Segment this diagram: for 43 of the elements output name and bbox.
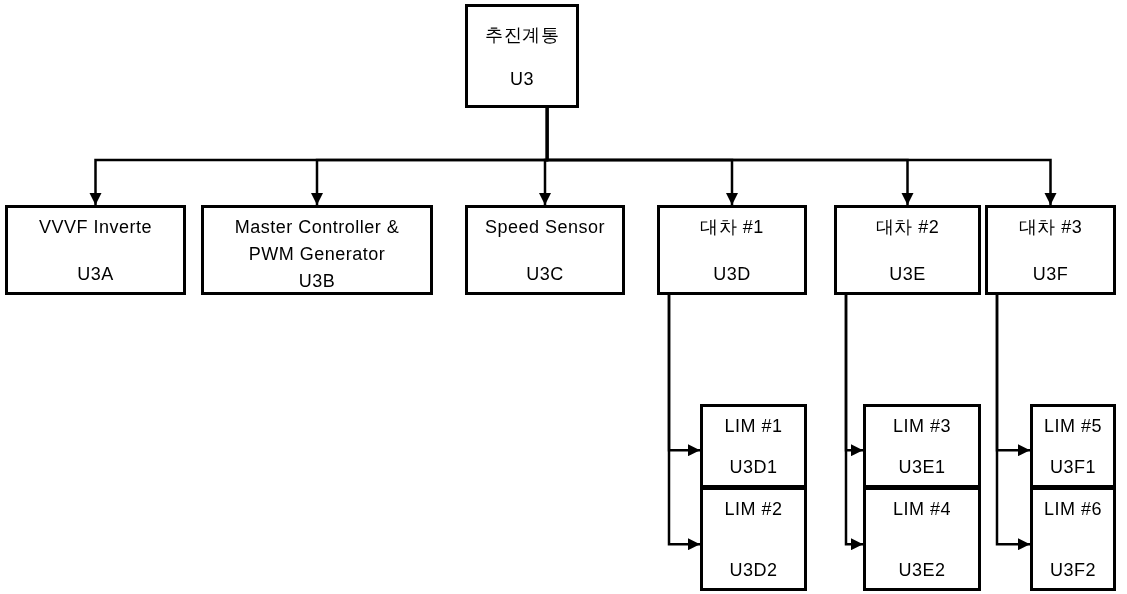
process-box [863, 404, 981, 488]
process-box [700, 404, 807, 488]
box-title: LIM #1 [724, 415, 783, 438]
box-code: U3A [77, 263, 114, 286]
process-box [465, 4, 579, 108]
box-code: U3D1 [729, 456, 778, 479]
box-title: 대차 #1 [700, 216, 764, 239]
box-code: U3D [713, 263, 751, 286]
box-title: LIM #5 [1044, 415, 1102, 438]
box-code: U3E1 [898, 456, 946, 479]
box-title: LIM #6 [1044, 498, 1102, 521]
arrow [667, 295, 700, 551]
box-title: 대차 #3 [1018, 216, 1083, 239]
box-title: LIM #4 [893, 498, 951, 521]
arrow [995, 295, 1030, 551]
process-box [1030, 487, 1116, 591]
box-code: U3 [510, 67, 534, 91]
arrow [844, 295, 863, 551]
arrow [545, 108, 1057, 205]
box-code: U3E2 [898, 559, 946, 582]
process-box [985, 205, 1116, 295]
process-box [700, 487, 807, 591]
box-code: U3D2 [729, 559, 778, 582]
box-title: LIM #2 [724, 498, 783, 521]
process-box [465, 205, 625, 295]
box-code: U3F1 [1050, 456, 1096, 479]
box-title: Master Controller & PWM Generator [233, 216, 401, 266]
box-title: Speed Sensor [484, 216, 606, 239]
box-title: 추진계통 [485, 23, 559, 47]
box-code: U3E [889, 263, 926, 286]
process-box [834, 205, 981, 295]
box-title: LIM #3 [893, 415, 951, 438]
process-box [863, 487, 981, 591]
box-code: U3C [526, 263, 564, 286]
process-box [5, 205, 186, 295]
process-box [1030, 404, 1116, 488]
box-code: U3B [298, 270, 336, 293]
box-title: 대차 #2 [875, 216, 940, 239]
process-box [657, 205, 807, 295]
box-code: U3F [1032, 263, 1069, 286]
box-title: VVVF Inverte [38, 216, 152, 239]
process-box [201, 205, 433, 295]
box-code: U3F2 [1050, 559, 1096, 582]
